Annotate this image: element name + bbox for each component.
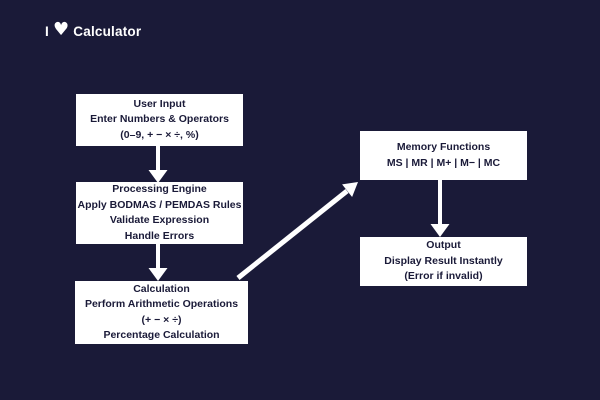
title-prefix: I <box>45 23 49 39</box>
title-text: Calculator <box>73 23 142 39</box>
arrow-calculation-to-memory-functions <box>236 182 358 280</box>
node-output: Output Display Result Instantly (Error i… <box>360 237 527 286</box>
node-line: Validate Expression <box>109 214 210 226</box>
node-line: User Input <box>133 97 186 110</box>
arrow-processing-engine-to-calculation <box>148 244 168 281</box>
node-line: Enter Numbers & Operators <box>90 113 229 126</box>
node-user-input: User Input Enter Numbers & Operators (0–… <box>76 94 243 146</box>
heart-icon: ♥ <box>52 19 70 40</box>
node-line: MS | MR | M+ | M− | MC <box>386 156 501 169</box>
node-line: (+ − × ÷) <box>141 313 182 326</box>
node-line: Percentage Calculation <box>103 329 220 341</box>
node-line: Output <box>426 239 461 252</box>
page-title: I ♥ Calculator <box>45 19 142 40</box>
node-line: (0–9, + − × ÷, %) <box>120 128 199 141</box>
node-line: Handle Errors <box>124 229 195 242</box>
node-line: Processing Engine <box>112 183 207 195</box>
node-memory-functions: Memory Functions MS | MR | M+ | M− | MC <box>360 131 527 180</box>
node-line: Memory Functions <box>396 141 491 153</box>
node-processing-engine: Processing Engine Apply BODMAS / PEMDAS … <box>76 182 243 244</box>
node-line: (Error if invalid) <box>404 270 483 283</box>
arrow-user-input-to-processing-engine <box>148 146 168 183</box>
arrow-memory-functions-to-output <box>430 180 450 237</box>
node-line: Apply BODMAS / PEMDAS Rules <box>77 198 242 211</box>
node-line: Perform Arithmetic Operations <box>84 298 239 310</box>
node-line: Calculation <box>133 282 190 295</box>
node-calculation: Calculation Perform Arithmetic Operation… <box>75 281 248 344</box>
node-line: Display Result Instantly <box>384 254 503 267</box>
